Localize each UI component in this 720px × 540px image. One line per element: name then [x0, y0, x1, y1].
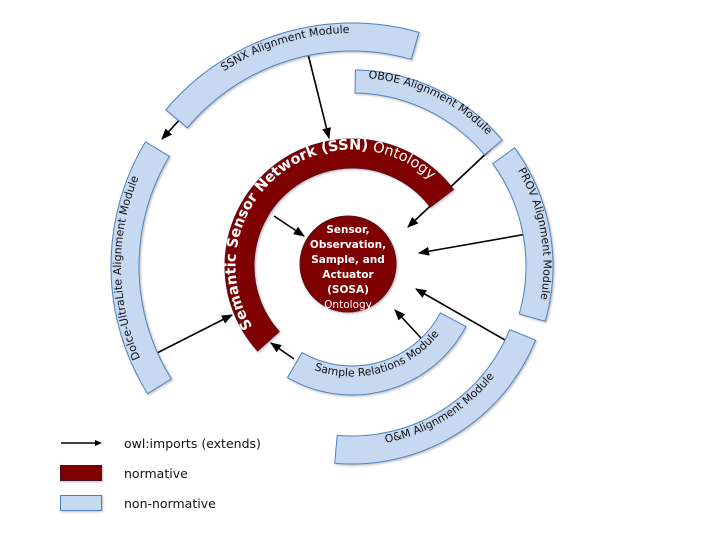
- arrow-prov-to-sosa: [417, 233, 528, 256]
- non-normative-swatch: [60, 495, 102, 511]
- sosa-line-2: Observation,: [310, 239, 386, 251]
- legend-item-imports: owl:imports (extends): [60, 428, 261, 458]
- om-module-arc: [334, 329, 537, 465]
- legend-item-normative: normative: [60, 458, 261, 488]
- oboe-module-arc: [354, 69, 503, 156]
- arrow-om-to-sosa: [415, 288, 513, 345]
- legend: owl:imports (extends) normative non-norm…: [60, 428, 261, 518]
- sosa-line-4: Actuator: [322, 269, 374, 281]
- ssn-module-arc: [224, 138, 455, 352]
- sample-relations-module-arc: [286, 312, 467, 396]
- sosa-ontology-node: Sensor, Observation, Sample, and Actuato…: [299, 215, 397, 313]
- ssnx-module-arc: [165, 22, 420, 129]
- dolce-module-arc: [110, 141, 173, 395]
- legend-label-non-normative: non-normative: [124, 495, 216, 511]
- arrow-sample-relations-to-sosa: [394, 309, 422, 339]
- arrow-sample-relations-to-ssn: [270, 342, 295, 360]
- normative-swatch: [60, 465, 102, 481]
- sosa-circle: [299, 215, 397, 313]
- prov-module-arc: [492, 147, 554, 323]
- legend-label-normative: normative: [124, 465, 188, 481]
- arrow-dolce-to-ssn: [156, 314, 233, 354]
- legend-item-non-normative: non-normative: [60, 488, 261, 518]
- sosa-line-3: Sample, and: [311, 254, 385, 266]
- sosa-line-5: (SOSA): [327, 284, 369, 296]
- arrow-ssnx-to-ssn: [305, 45, 331, 140]
- sosa-line-6: Ontology: [324, 299, 372, 311]
- arrow-icon: [60, 435, 102, 451]
- sosa-line-1: Sensor,: [326, 224, 369, 236]
- arrow-ssn-to-sosa: [273, 215, 305, 237]
- legend-label-imports: owl:imports (extends): [124, 435, 261, 451]
